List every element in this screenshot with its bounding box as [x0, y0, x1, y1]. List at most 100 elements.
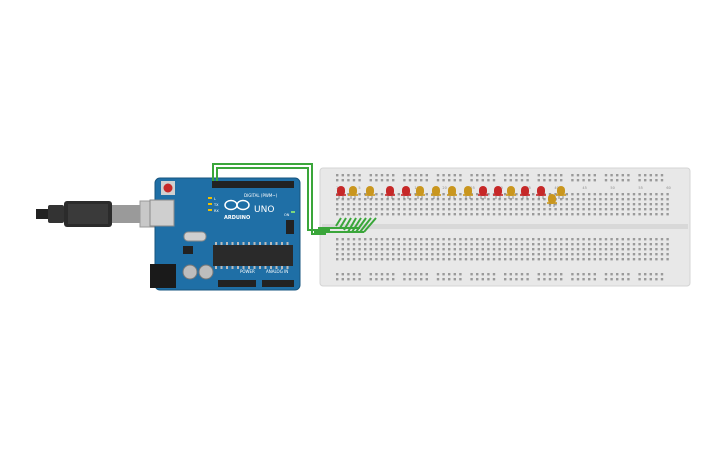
breadboard-hole[interactable] [375, 273, 378, 276]
breadboard-hole[interactable] [520, 208, 524, 211]
breadboard-hole[interactable] [459, 174, 462, 177]
breadboard-hole[interactable] [638, 174, 641, 177]
breadboard-hole[interactable] [481, 179, 484, 182]
breadboard-hole[interactable] [627, 258, 630, 261]
breadboard-hole[interactable] [616, 203, 619, 206]
breadboard-hole[interactable] [358, 278, 361, 281]
breadboard-hole[interactable] [582, 203, 585, 206]
breadboard-hole[interactable] [565, 248, 568, 251]
breadboard-hole[interactable] [554, 253, 557, 256]
breadboard-hole[interactable] [588, 179, 591, 182]
breadboard-hole[interactable] [436, 198, 440, 201]
breadboard-hole[interactable] [481, 253, 484, 256]
breadboard-hole[interactable] [660, 248, 664, 251]
breadboard-hole[interactable] [341, 258, 344, 261]
breadboard-hole[interactable] [459, 179, 462, 182]
breadboard-hole[interactable] [341, 208, 344, 211]
breadboard-hole[interactable] [504, 273, 507, 276]
breadboard-hole[interactable] [442, 198, 445, 201]
breadboard-hole[interactable] [565, 258, 568, 261]
breadboard-hole[interactable] [459, 248, 462, 251]
breadboard-hole[interactable] [453, 213, 456, 216]
breadboard-hole[interactable] [509, 243, 512, 246]
breadboard-hole[interactable] [515, 258, 518, 261]
breadboard-hole[interactable] [481, 238, 484, 241]
breadboard-hole[interactable] [638, 253, 641, 256]
breadboard-hole[interactable] [375, 243, 378, 246]
breadboard-hole[interactable] [610, 238, 613, 241]
breadboard-hole[interactable] [593, 253, 596, 256]
breadboard-hole[interactable] [655, 213, 658, 216]
breadboard-hole[interactable] [453, 238, 456, 241]
breadboard-hole[interactable] [341, 213, 344, 216]
breadboard-hole[interactable] [448, 278, 451, 281]
breadboard-hole[interactable] [369, 179, 372, 182]
breadboard-hole[interactable] [470, 213, 473, 216]
breadboard-hole[interactable] [571, 258, 574, 261]
breadboard-hole[interactable] [604, 193, 608, 196]
breadboard-hole[interactable] [397, 203, 400, 206]
breadboard-hole[interactable] [436, 253, 440, 256]
breadboard-hole[interactable] [526, 179, 529, 182]
breadboard-hole[interactable] [420, 179, 423, 182]
breadboard-hole[interactable] [604, 203, 608, 206]
breadboard-hole[interactable] [487, 203, 490, 206]
led-yellow[interactable] [348, 186, 358, 199]
breadboard-hole[interactable] [554, 273, 557, 276]
breadboard-hole[interactable] [571, 174, 574, 177]
breadboard-hole[interactable] [543, 258, 546, 261]
breadboard-hole[interactable] [375, 208, 378, 211]
breadboard-hole[interactable] [380, 243, 384, 246]
breadboard-hole[interactable] [408, 203, 412, 206]
breadboard-hole[interactable] [504, 238, 507, 241]
breadboard-hole[interactable] [358, 243, 361, 246]
breadboard-hole[interactable] [364, 208, 367, 211]
breadboard-hole[interactable] [666, 258, 669, 261]
breadboard-hole[interactable] [599, 253, 602, 256]
breadboard-hole[interactable] [425, 238, 428, 241]
breadboard-hole[interactable] [571, 198, 574, 201]
breadboard-hole[interactable] [565, 213, 568, 216]
led-red[interactable] [385, 186, 395, 199]
breadboard-hole[interactable] [593, 248, 596, 251]
led-yellow[interactable] [447, 186, 457, 199]
breadboard-hole[interactable] [554, 203, 557, 206]
breadboard-hole[interactable] [386, 258, 389, 261]
breadboard-hole[interactable] [627, 174, 630, 177]
breadboard-hole[interactable] [543, 174, 546, 177]
breadboard-hole[interactable] [644, 273, 647, 276]
breadboard-hole[interactable] [504, 193, 507, 196]
breadboard-hole[interactable] [397, 238, 400, 241]
breadboard-hole[interactable] [644, 258, 647, 261]
breadboard-hole[interactable] [442, 253, 445, 256]
breadboard-hole[interactable] [442, 174, 445, 177]
breadboard-hole[interactable] [386, 198, 389, 201]
breadboard-hole[interactable] [408, 198, 412, 201]
breadboard-hole[interactable] [526, 253, 529, 256]
breadboard-hole[interactable] [380, 213, 384, 216]
breadboard-hole[interactable] [655, 243, 658, 246]
breadboard-hole[interactable] [588, 258, 591, 261]
breadboard-hole[interactable] [632, 258, 636, 261]
breadboard-hole[interactable] [414, 253, 417, 256]
breadboard-hole[interactable] [442, 273, 445, 276]
breadboard-hole[interactable] [425, 208, 428, 211]
breadboard-hole[interactable] [476, 213, 479, 216]
breadboard-hole[interactable] [610, 273, 613, 276]
breadboard-hole[interactable] [375, 258, 378, 261]
breadboard-hole[interactable] [464, 208, 468, 211]
breadboard-hole[interactable] [537, 208, 540, 211]
breadboard-hole[interactable] [666, 208, 669, 211]
breadboard-hole[interactable] [621, 213, 624, 216]
breadboard-hole[interactable] [565, 193, 568, 196]
breadboard-hole[interactable] [481, 258, 484, 261]
breadboard-hole[interactable] [386, 253, 389, 256]
breadboard-hole[interactable] [358, 193, 361, 196]
breadboard-hole[interactable] [487, 243, 490, 246]
breadboard-hole[interactable] [604, 278, 608, 281]
breadboard-hole[interactable] [655, 203, 658, 206]
breadboard-hole[interactable] [537, 238, 540, 241]
breadboard-hole[interactable] [425, 273, 428, 276]
breadboard-hole[interactable] [526, 278, 529, 281]
breadboard-hole[interactable] [571, 273, 574, 276]
